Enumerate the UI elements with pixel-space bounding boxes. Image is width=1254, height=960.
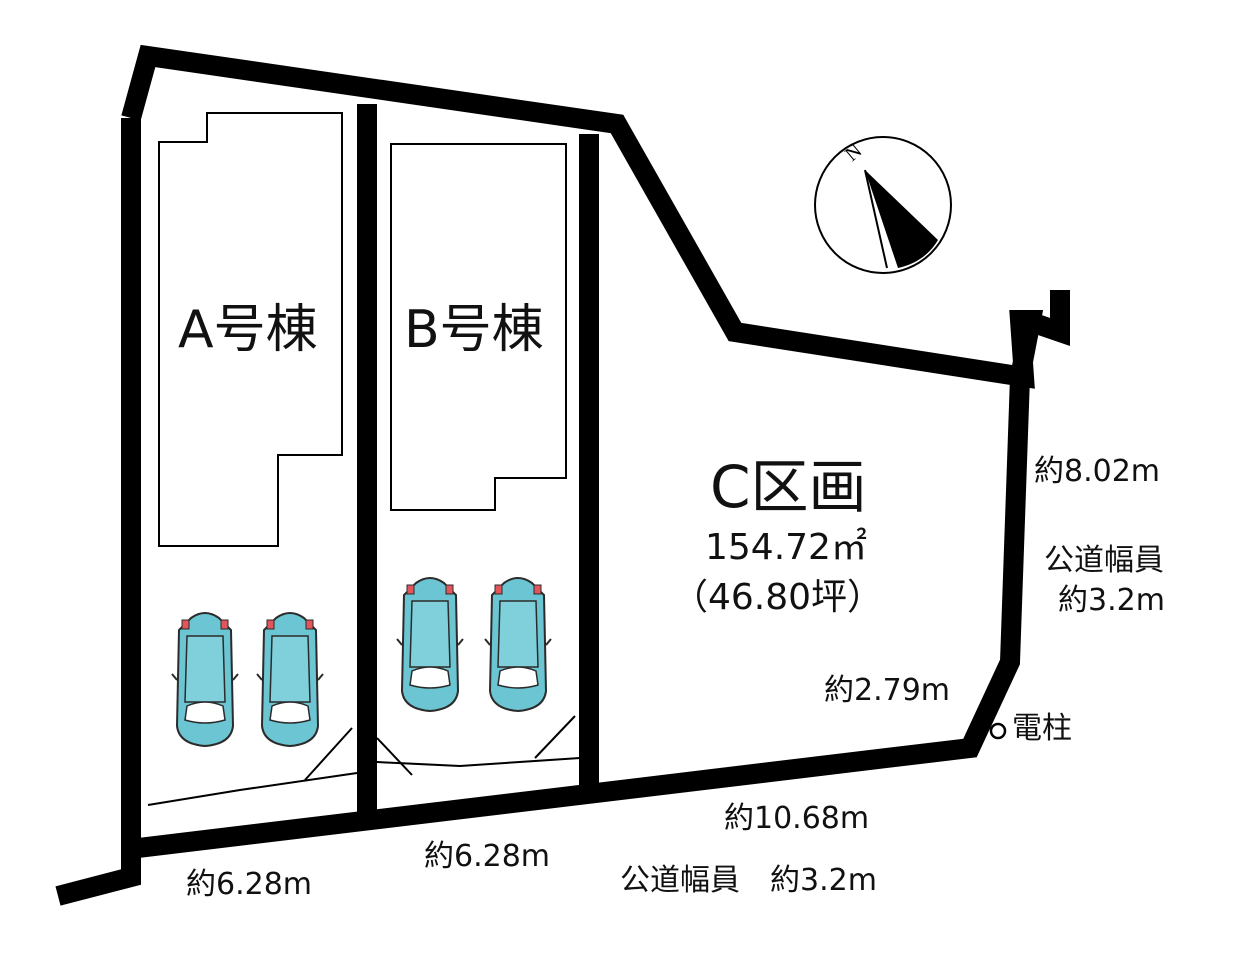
car-icon	[256, 612, 324, 747]
dimension-bottom-a: 約6.28m	[186, 867, 313, 902]
south-road-label: 公道幅員 約3.2m	[620, 863, 877, 898]
dimension-bottom-c: 約10.68m	[724, 801, 870, 836]
lot-c-area: 154.72㎡	[705, 527, 867, 568]
utility-pole-icon	[989, 722, 1007, 740]
east-road-label-line2: 約3.2m	[1058, 583, 1165, 618]
lot-a-label: A号棟	[178, 300, 318, 360]
lot-boundaries	[55, 44, 1070, 906]
lot-b-label: B号棟	[404, 300, 544, 360]
car-icon	[396, 577, 464, 712]
east-road-notch	[1027, 290, 1070, 347]
lot-c-tsubo: （46.80坪）	[672, 577, 884, 618]
car-icon	[171, 612, 239, 747]
utility-pole-label: 電柱	[1012, 711, 1072, 746]
lot-c-label: C区画	[710, 453, 867, 521]
compass-icon: N	[814, 136, 952, 274]
dimension-right-side: 約8.02m	[1034, 454, 1161, 489]
building-a-outline	[158, 112, 343, 547]
dimension-corner: 約2.79m	[824, 673, 951, 708]
east-road-label-line1: 公道幅員	[1044, 543, 1164, 578]
car-icon	[484, 577, 552, 712]
nw-stub	[55, 118, 141, 906]
dimension-bottom-b: 約6.28m	[424, 839, 551, 874]
frontage-lines	[147, 715, 581, 806]
building-b-outline	[390, 143, 567, 511]
